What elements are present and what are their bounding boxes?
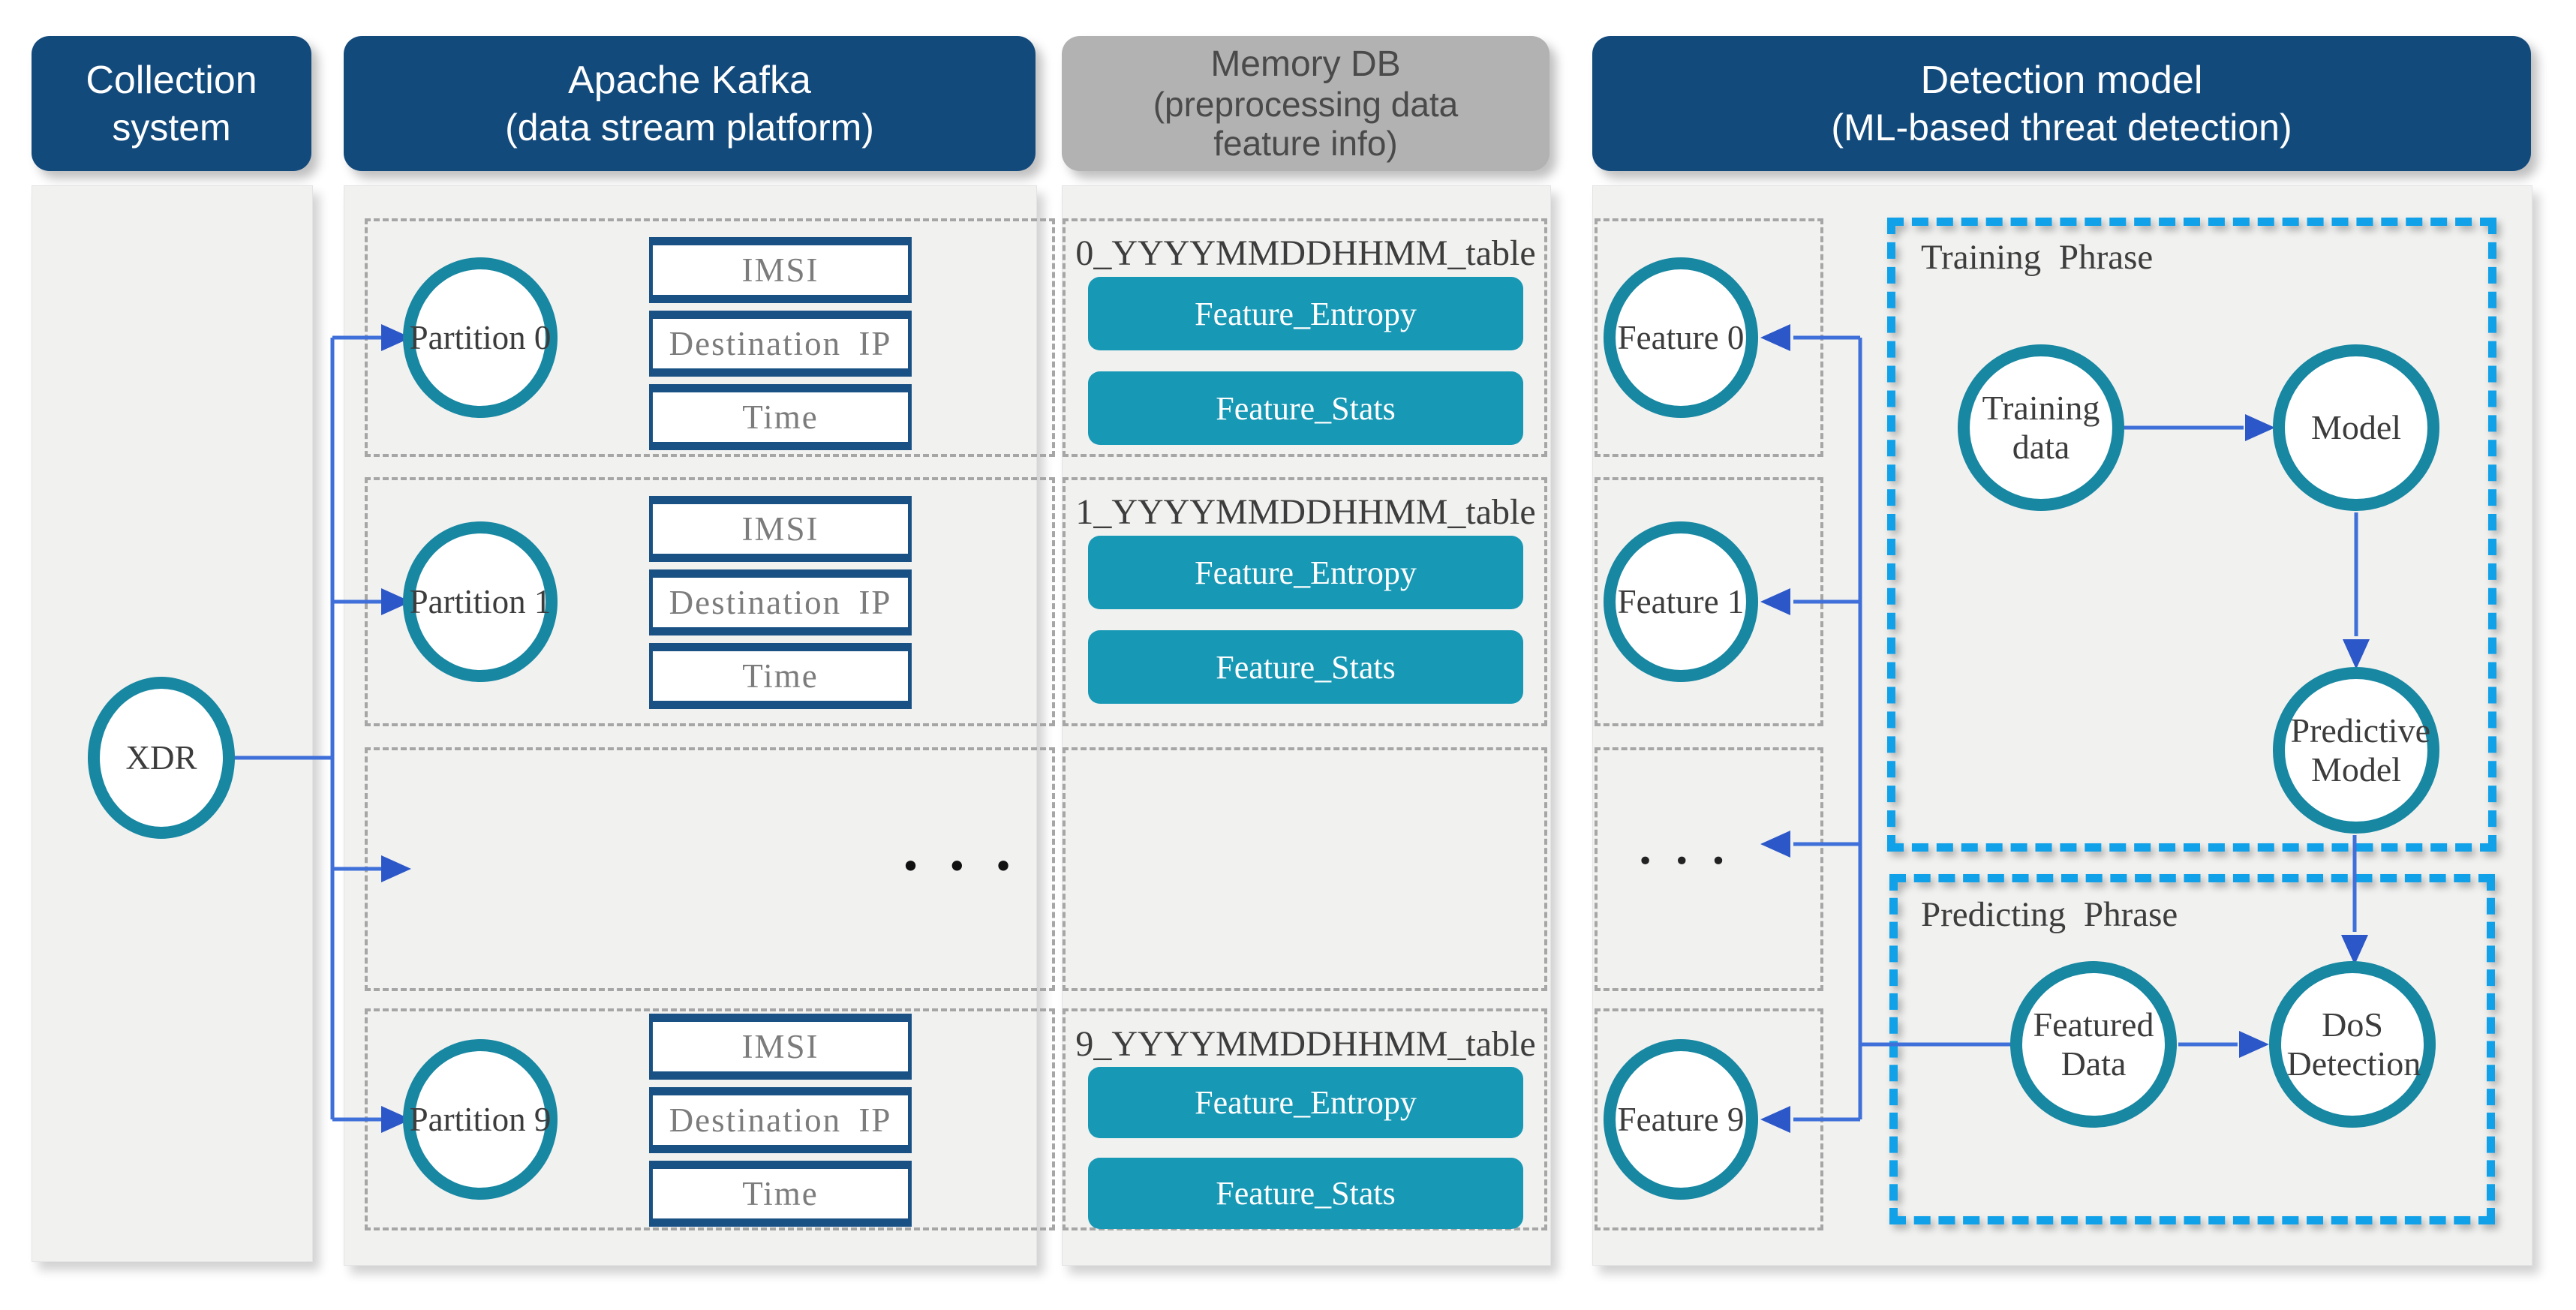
- memory-table-0-title: 0_YYYYMMDDHHMM_table: [1075, 233, 1536, 273]
- xdr-label: XDR: [125, 738, 197, 777]
- predicting-phase-label: Predicting Phrase: [1921, 895, 2178, 934]
- memory-table-9-entropy: Feature_Entropy: [1088, 1067, 1523, 1138]
- model-node: Model: [2273, 344, 2439, 511]
- memorydb-panel-header: Memory DB (preprocessing data feature in…: [1062, 36, 1550, 171]
- detection-panel-header: Detection model (ML-based threat detecti…: [1592, 36, 2531, 171]
- field-time-row1: Time: [649, 643, 912, 709]
- kafka-title-line1: Apache Kafka: [568, 59, 811, 102]
- kafka-title-line2: (data stream platform): [505, 107, 874, 149]
- memory-row-empty-dashed-box: [1063, 747, 1547, 991]
- memory-table-0-stats: Feature_Stats: [1088, 371, 1523, 445]
- field-destip-row9: Destination IP: [649, 1087, 912, 1153]
- featured-data-label: Featured Data: [2033, 1005, 2154, 1083]
- feature-0-label: Feature 0: [1617, 318, 1745, 356]
- training-data-label: Training data: [1982, 389, 2100, 466]
- field-imsi-row0: IMSI: [649, 237, 912, 303]
- partition-1-label: Partition 1: [409, 582, 552, 620]
- memory-table-1-entropy: Feature_Entropy: [1088, 536, 1523, 609]
- dos-detection-label: DoS Detection: [2286, 1005, 2421, 1083]
- training-phase-label: Training Phrase: [1921, 238, 2154, 277]
- partition-1-node: Partition 1: [403, 521, 558, 682]
- field-destip-row0: Destination IP: [649, 311, 912, 377]
- collection-panel-header: Collection system: [32, 36, 311, 171]
- feature-9-node: Feature 9: [1604, 1039, 1758, 1200]
- memorydb-title-line1: Memory DB: [1210, 44, 1401, 84]
- feature-0-node: Feature 0: [1604, 257, 1758, 418]
- field-imsi-row1: IMSI: [649, 496, 912, 562]
- dos-detection-node: DoS Detection: [2269, 961, 2436, 1128]
- memory-table-1-stats: Feature_Stats: [1088, 630, 1523, 704]
- kafka-panel-header: Apache Kafka (data stream platform): [344, 36, 1036, 171]
- predictive-model-label: Predictive Model: [2290, 711, 2431, 789]
- partition-9-label: Partition 9: [409, 1100, 552, 1138]
- feature-row-ellipsis-dashed-box: [1595, 747, 1823, 991]
- model-label: Model: [2310, 408, 2402, 447]
- memory-table-1-title: 1_YYYYMMDDHHMM_table: [1075, 492, 1536, 532]
- memory-row-9-dashed-box: [1063, 1008, 1547, 1230]
- memory-row-0-dashed-box: [1063, 218, 1547, 457]
- partition-0-node: Partition 0: [403, 257, 558, 418]
- field-time-row0: Time: [649, 384, 912, 450]
- field-imsi-row9: IMSI: [649, 1014, 912, 1080]
- partition-0-label: Partition 0: [409, 318, 552, 356]
- partition-9-node: Partition 9: [403, 1039, 558, 1200]
- training-phase-box: [1887, 218, 2496, 852]
- xdr-node: XDR: [88, 677, 235, 839]
- field-time-row9: Time: [649, 1161, 912, 1227]
- predicting-phase-box: [1889, 874, 2495, 1224]
- memorydb-title-line3: feature info): [1213, 124, 1398, 163]
- memory-row-1-dashed-box: [1063, 477, 1547, 726]
- predictive-model-node: Predictive Model: [2273, 667, 2439, 834]
- training-data-node: Training data: [1958, 344, 2124, 511]
- featured-data-node: Featured Data: [2010, 961, 2177, 1128]
- field-destip-row1: Destination IP: [649, 569, 912, 635]
- collection-title-line1: Collection: [86, 59, 257, 102]
- detection-title-line2: (ML-based threat detection): [1831, 107, 2292, 149]
- kafka-ellipsis: • • •: [900, 846, 1021, 887]
- feature-1-label: Feature 1: [1617, 582, 1745, 620]
- memory-table-9-stats: Feature_Stats: [1088, 1158, 1523, 1229]
- feature-ellipsis: • • •: [1637, 846, 1733, 877]
- feature-1-node: Feature 1: [1604, 521, 1758, 682]
- memorydb-title-line2: (preprocessing data: [1153, 85, 1459, 124]
- feature-9-label: Feature 9: [1617, 1100, 1745, 1138]
- memory-table-9-title: 9_YYYYMMDDHHMM_table: [1075, 1024, 1536, 1064]
- collection-title-line2: system: [112, 107, 231, 149]
- memory-table-0-entropy: Feature_Entropy: [1088, 277, 1523, 350]
- detection-title-line1: Detection model: [1920, 59, 2203, 102]
